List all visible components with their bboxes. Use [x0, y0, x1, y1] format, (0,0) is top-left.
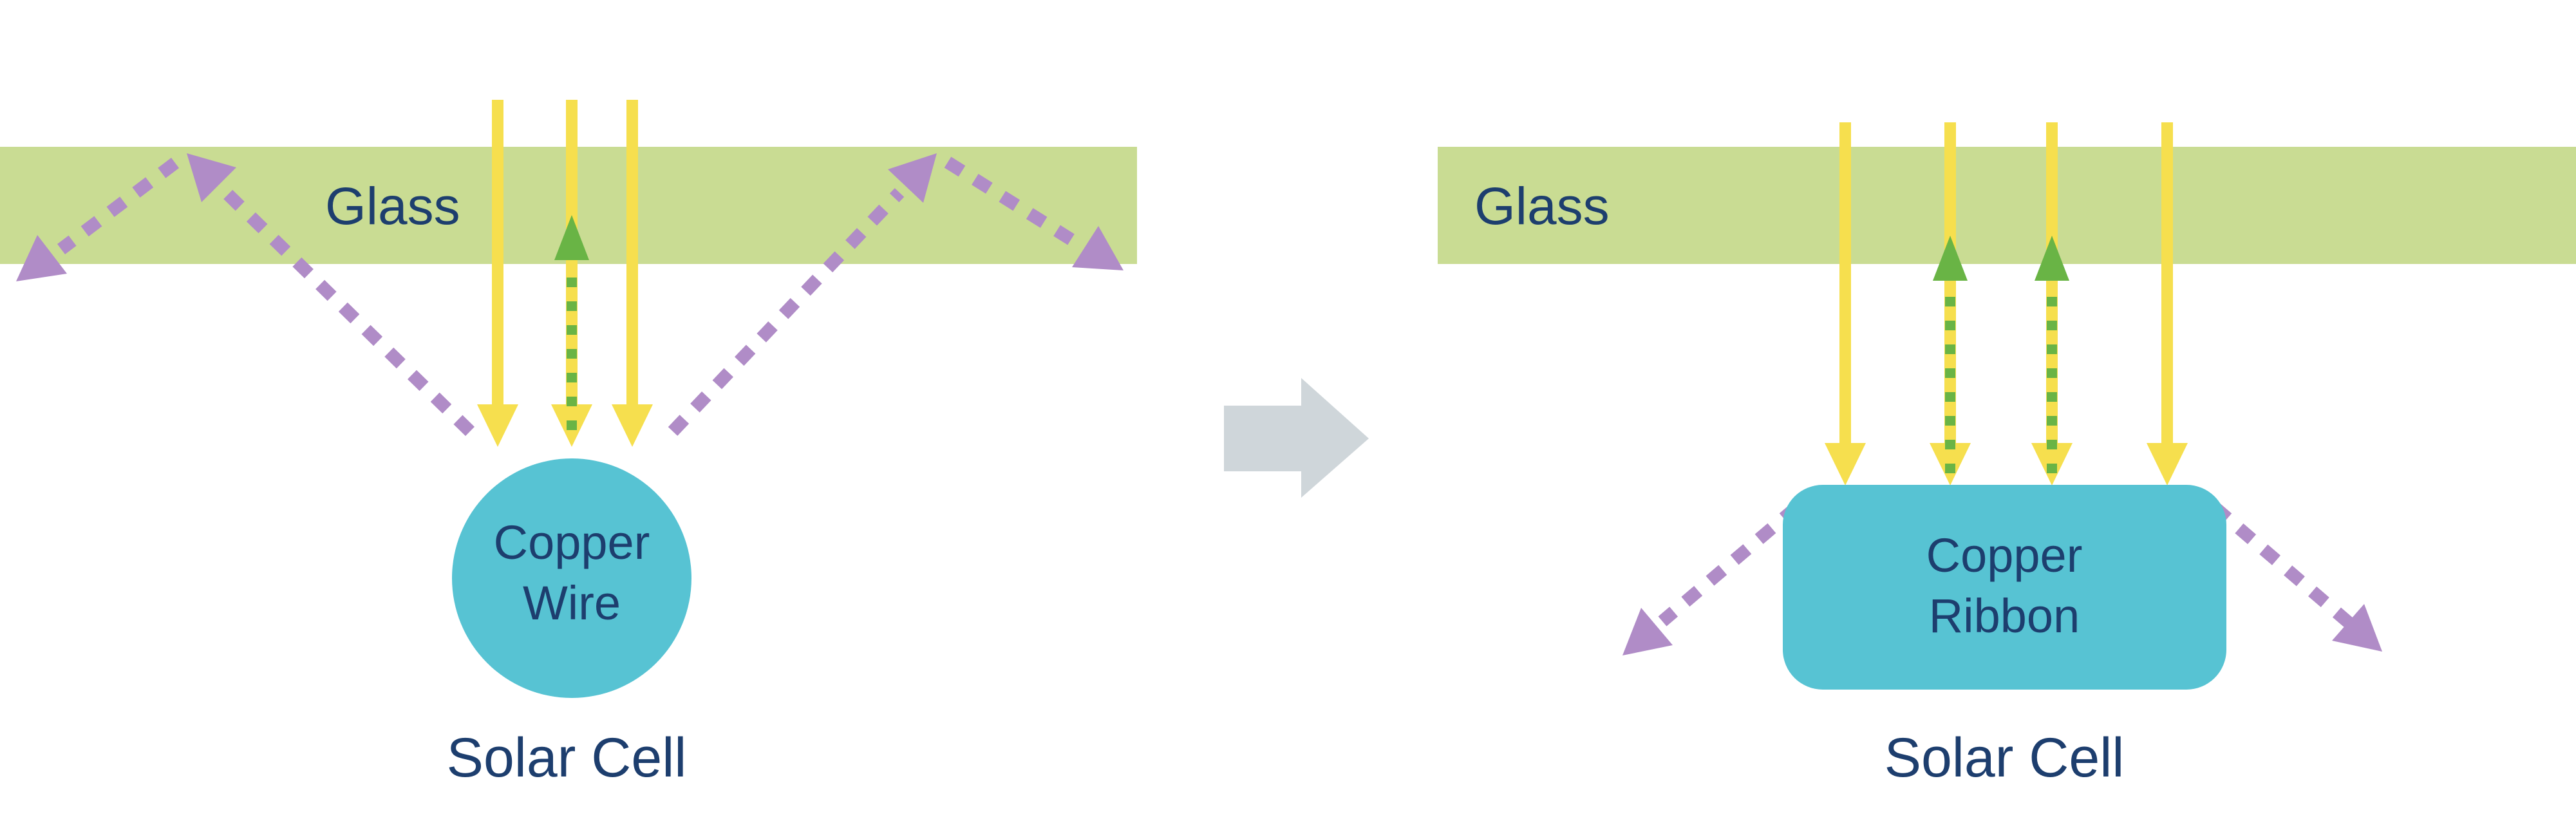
transition-arrow-icon: [1224, 378, 1369, 498]
component-label-line2: Ribbon: [1929, 589, 2080, 643]
solar-cell-label: Solar Cell: [1885, 727, 2125, 789]
reflected-ray-segment: [1658, 502, 1801, 626]
reflected-ray-arrowhead: [1622, 608, 1673, 655]
transmitted-arrowhead: [554, 215, 589, 260]
transmitted-light-arrow: [554, 215, 589, 430]
glass-label: Glass: [325, 177, 460, 236]
sunlight-arrowhead: [1825, 443, 1866, 485]
right-diagram: Copper Ribbon Glass Solar Cell: [1438, 122, 2576, 789]
reflected-ray-segment: [668, 188, 905, 436]
reflected-ray-arrowhead: [888, 153, 937, 203]
reflected-ray-segment: [218, 184, 475, 437]
reflected-light-path-right: [668, 153, 1123, 436]
glass-layer: [1438, 147, 2576, 264]
glass-label: Glass: [1474, 177, 1610, 236]
reflected-ray-segment: [944, 156, 1084, 251]
component-label-line2: Wire: [523, 576, 621, 630]
reflected-ray-arrowhead: [1072, 226, 1123, 270]
reflected-light-path-left: [16, 153, 475, 437]
solar-cell-label: Solar Cell: [447, 727, 687, 789]
transmitted-arrowhead: [1933, 236, 1968, 281]
reflected-ray-arrowhead: [2332, 604, 2382, 652]
reflected-light-path-left: [1622, 502, 1801, 655]
sunlight-arrowhead: [2147, 443, 2188, 485]
transmitted-light-arrows: [1933, 236, 2069, 473]
reflected-ray-segment: [57, 158, 180, 254]
component-label-line1: Copper: [1926, 529, 2083, 582]
component-label-line1: Copper: [494, 516, 650, 569]
copper-ribbon-shape: [1783, 485, 2226, 690]
transmitted-arrowhead: [2035, 236, 2069, 281]
reflected-ray-segment: [2210, 502, 2358, 632]
left-diagram: Copper Wire Glass Solar Cell: [0, 100, 1137, 789]
sunlight-arrowhead: [477, 404, 518, 447]
reflected-ray-arrowhead: [187, 153, 236, 202]
sunlight-arrowhead: [612, 404, 653, 447]
reflected-light-path-right: [2210, 502, 2382, 652]
reflected-ray-arrowhead: [16, 235, 67, 281]
copper-wire-shape: [452, 458, 691, 698]
